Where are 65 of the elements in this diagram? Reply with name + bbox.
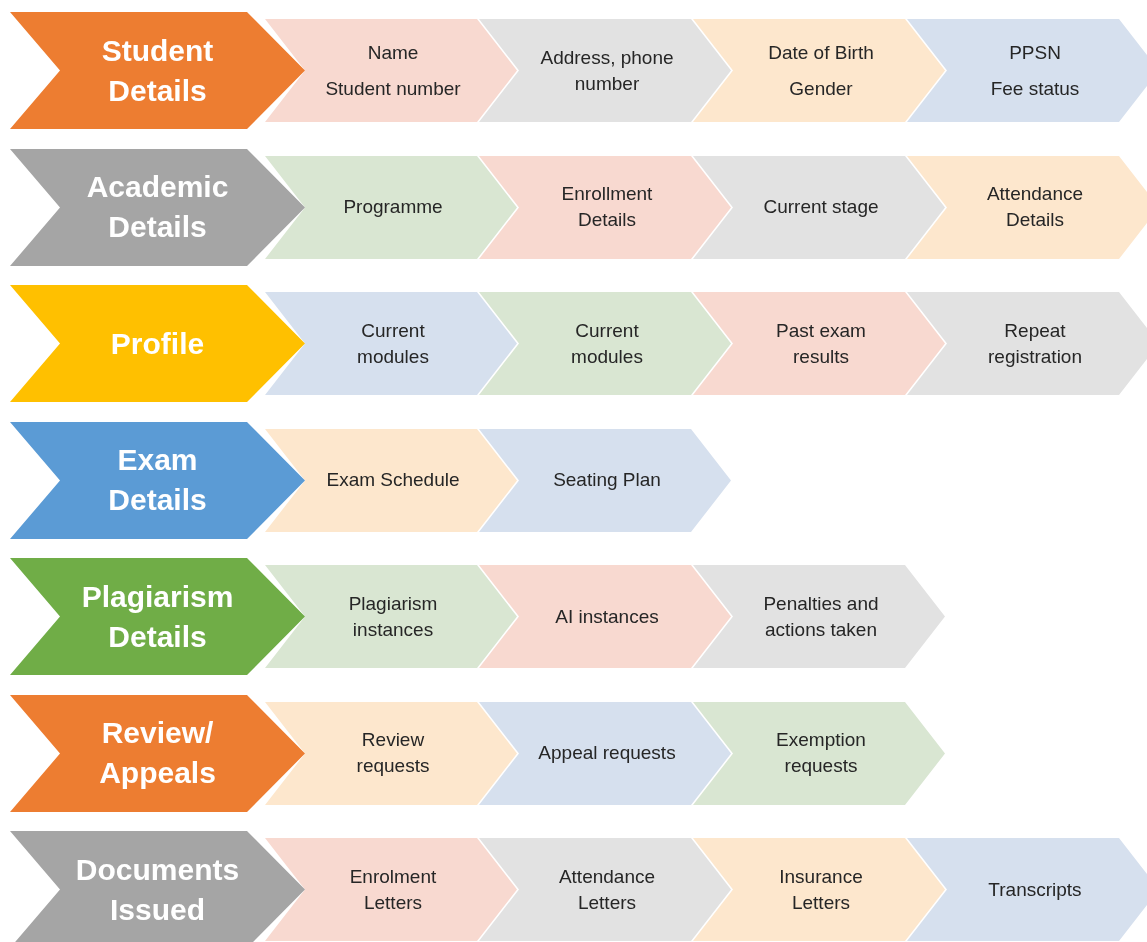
category-title: Academic Details bbox=[85, 169, 230, 245]
item-label: Penalties and actions taken bbox=[762, 591, 880, 642]
category-title: Documents Issued bbox=[74, 851, 241, 928]
category-title: Plagiarism Details bbox=[80, 578, 235, 655]
detail-tag bbox=[907, 19, 1147, 122]
category-title: Student Details bbox=[100, 32, 215, 109]
detail-tag bbox=[693, 292, 945, 395]
item-label: Current modules bbox=[570, 318, 644, 369]
item-label: Student number bbox=[325, 76, 461, 101]
item-label: Enrollment Details bbox=[560, 182, 654, 232]
detail-tag bbox=[265, 428, 517, 532]
item-label: Plagiarism instances bbox=[347, 591, 439, 642]
category-tag bbox=[10, 421, 305, 539]
detail-tag bbox=[479, 292, 731, 395]
detail-tag bbox=[265, 19, 517, 122]
item-label: Current stage bbox=[763, 195, 879, 219]
category-tag bbox=[10, 148, 305, 266]
item-label: Gender bbox=[789, 76, 853, 101]
item-label: Attendance Letters bbox=[557, 864, 657, 915]
detail-tag bbox=[265, 701, 517, 805]
detail-tag bbox=[693, 155, 945, 259]
item-label: Name bbox=[367, 40, 419, 65]
detail-tag bbox=[693, 19, 945, 122]
category-tag bbox=[10, 12, 305, 129]
item-label: Review requests bbox=[355, 728, 431, 778]
category-title: Profile bbox=[110, 325, 205, 362]
category-tag bbox=[10, 694, 305, 812]
detail-tag bbox=[265, 838, 517, 941]
item-label: Attendance Details bbox=[985, 182, 1085, 232]
category-tag bbox=[10, 831, 305, 942]
detail-tag bbox=[693, 701, 945, 805]
detail-tag bbox=[479, 428, 731, 532]
item-label: Enrolment Letters bbox=[348, 864, 438, 915]
item-label: Address, phone number bbox=[539, 45, 675, 96]
item-label: Seating Plan bbox=[553, 468, 661, 492]
detail-tag bbox=[907, 838, 1147, 941]
detail-tag bbox=[693, 565, 945, 668]
detail-tag bbox=[479, 19, 731, 122]
category-tag bbox=[10, 285, 305, 402]
category-title: Review/ Appeals bbox=[98, 715, 217, 791]
detail-tag bbox=[479, 155, 731, 259]
item-label: Exam Schedule bbox=[326, 468, 460, 492]
item-label: Appeal requests bbox=[538, 741, 676, 765]
category-tag bbox=[10, 558, 305, 675]
detail-tag bbox=[479, 838, 731, 941]
item-label: Programme bbox=[343, 195, 443, 219]
item-label: Date of Birth bbox=[768, 40, 874, 65]
detail-tag bbox=[265, 292, 517, 395]
item-label: Fee status bbox=[990, 76, 1080, 101]
category-title: Exam Details bbox=[107, 442, 208, 518]
detail-tag bbox=[265, 565, 517, 668]
item-label: Repeat registration bbox=[987, 318, 1083, 369]
detail-tag bbox=[479, 701, 731, 805]
detail-tag bbox=[907, 155, 1147, 259]
detail-tag bbox=[265, 155, 517, 259]
item-label: PPSN bbox=[1009, 40, 1061, 65]
item-label: Exemption requests bbox=[775, 728, 867, 778]
item-label: Transcripts bbox=[988, 877, 1082, 902]
detail-tag bbox=[479, 565, 731, 668]
detail-tag bbox=[907, 292, 1147, 395]
item-label: Current modules bbox=[356, 318, 430, 369]
item-label: Insurance Letters bbox=[778, 864, 864, 915]
detail-tag bbox=[693, 838, 945, 941]
item-label: AI instances bbox=[555, 604, 659, 629]
item-label: Past exam results bbox=[775, 318, 867, 369]
